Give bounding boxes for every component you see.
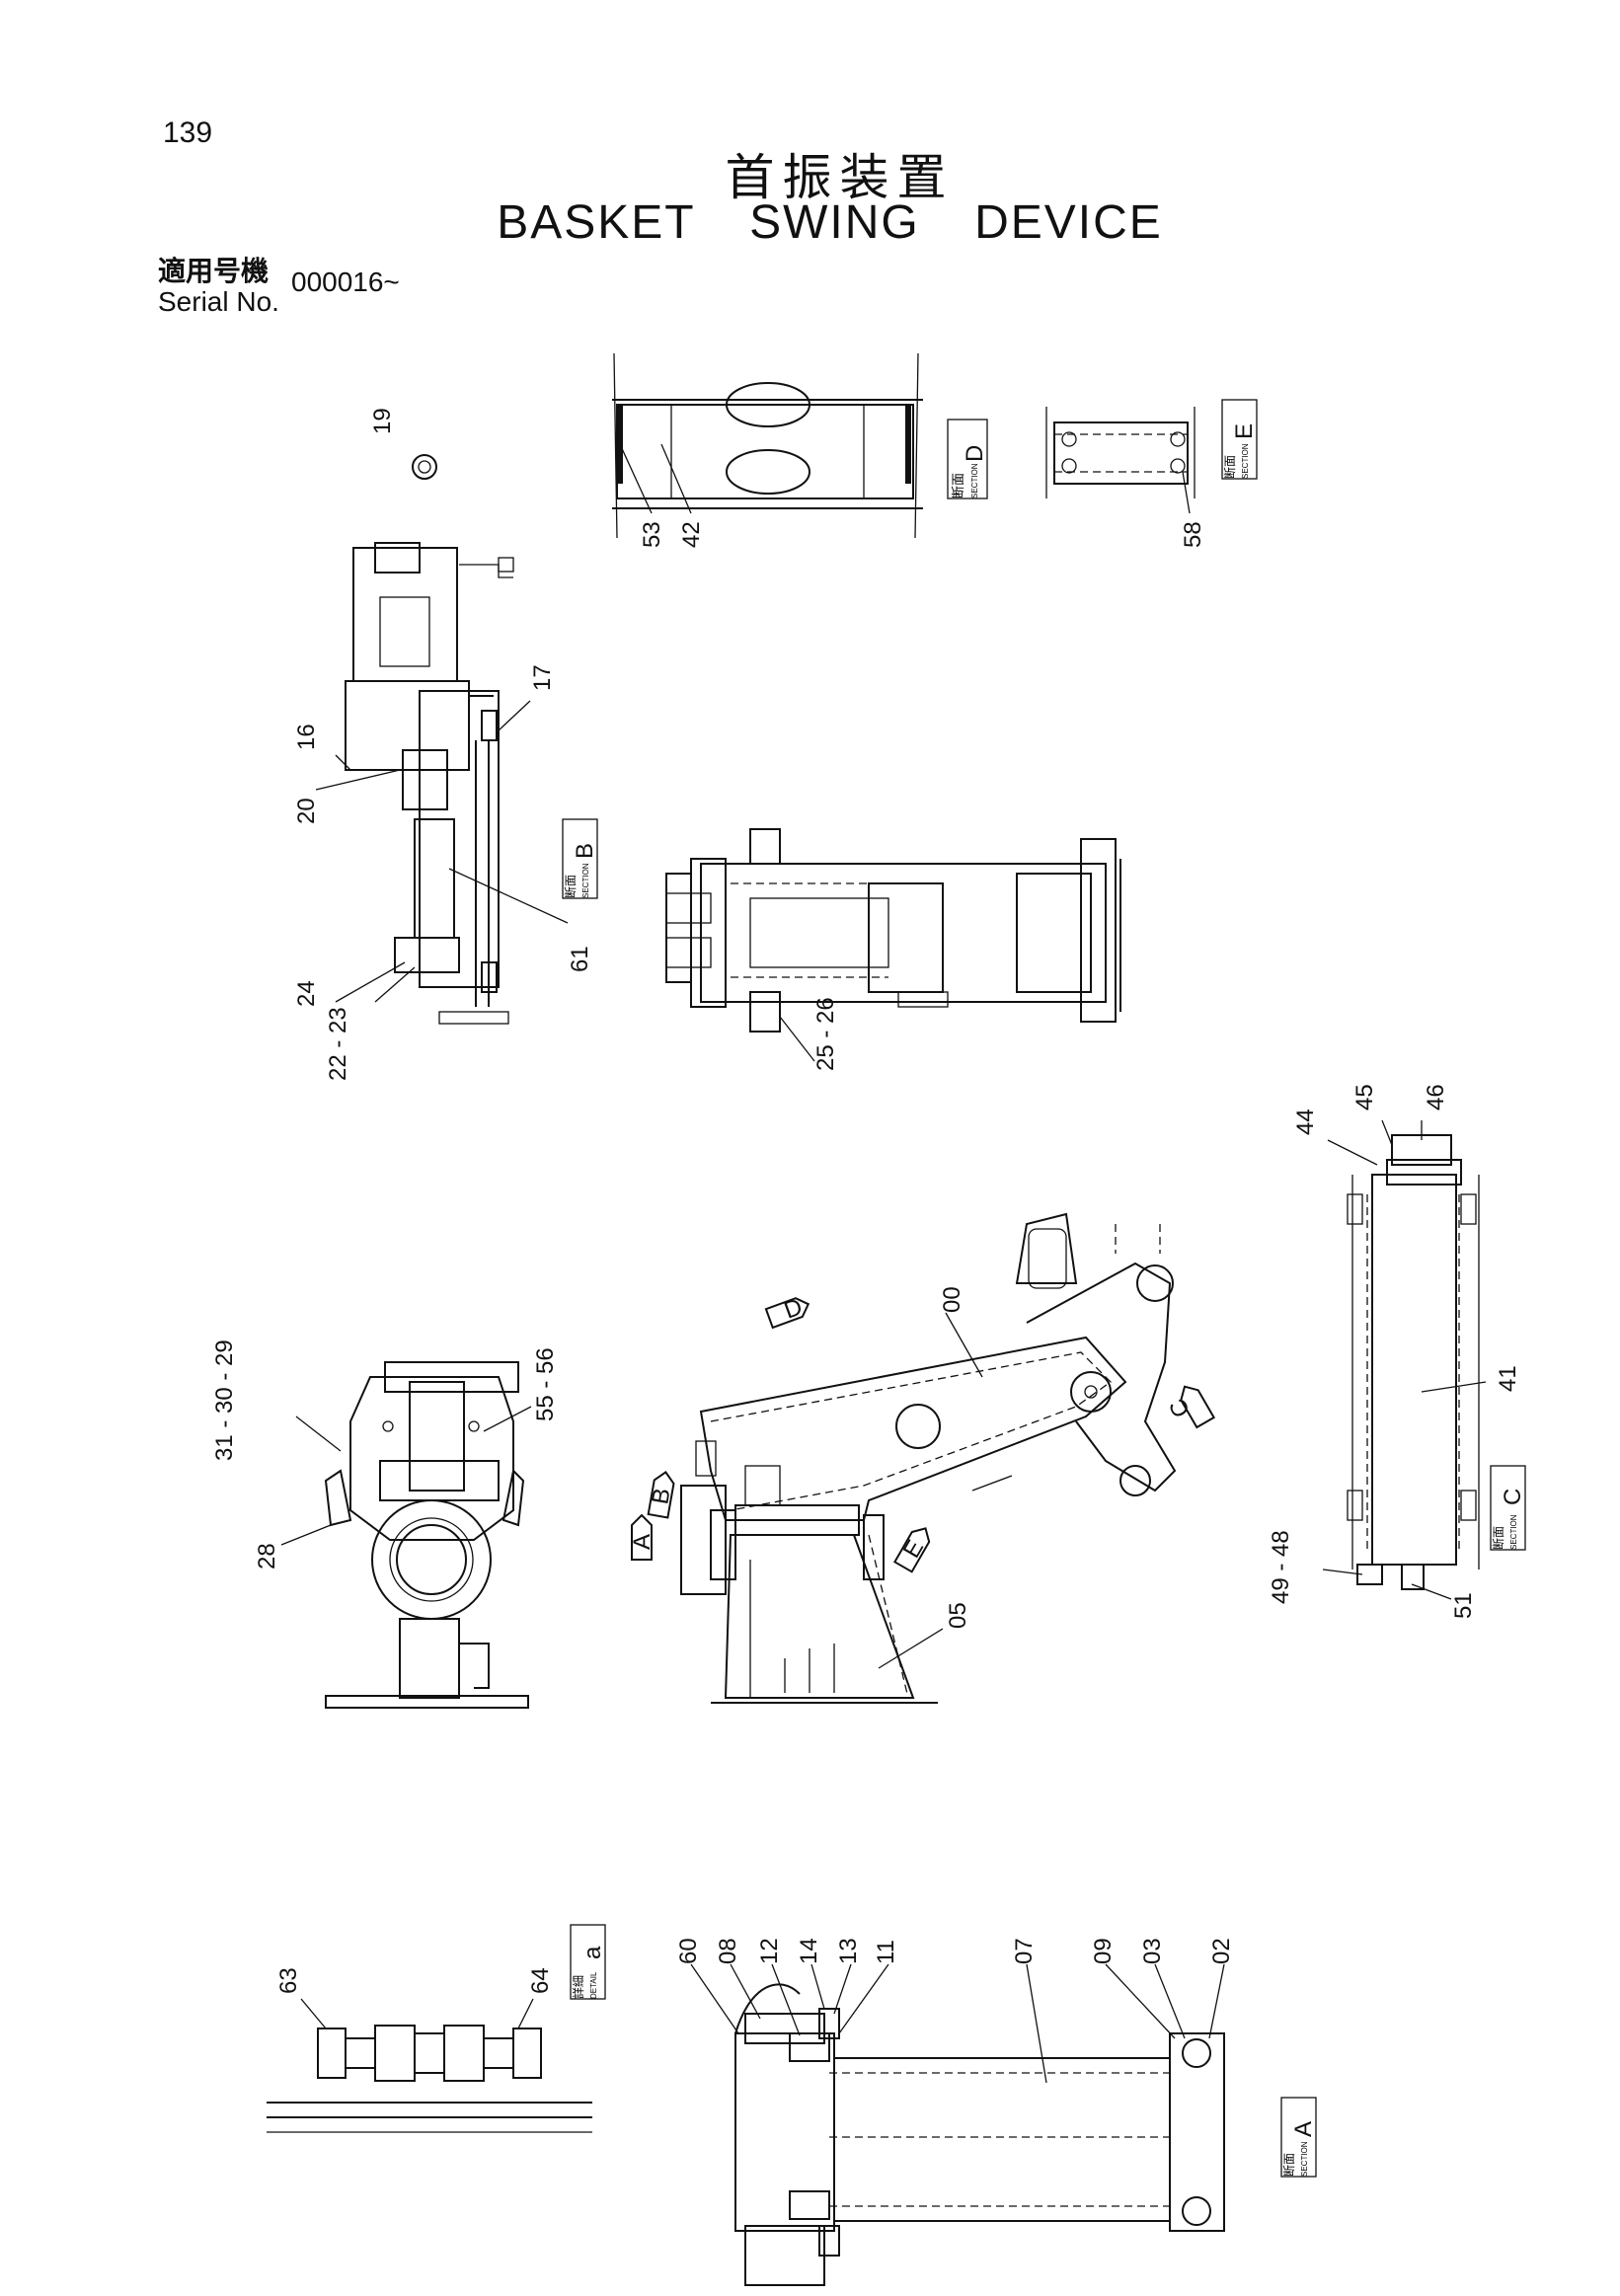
section-b-en: SECTION <box>581 863 590 898</box>
part-label-05: 05 <box>945 1602 971 1629</box>
detail-a-tag: a 詳細 DETAIL <box>570 1924 606 2000</box>
part-label-19: 19 <box>369 408 396 434</box>
section-a-view: 60 08 12 14 13 11 07 09 03 02 <box>675 1938 1235 2286</box>
section-b-tag: B 断面 SECTION <box>562 818 598 899</box>
view-arrow-e-letter: E <box>898 1536 929 1563</box>
part-label-12: 12 <box>756 1938 783 1964</box>
part-label-46: 46 <box>1423 1084 1449 1110</box>
section-d-jp: 断面 <box>951 473 965 498</box>
section-d-letter: D <box>962 445 988 462</box>
part-label-13: 13 <box>835 1938 862 1964</box>
section-d-en: SECTION <box>970 463 979 498</box>
section-d-view: 53 42 <box>612 352 923 548</box>
plan-view: 25 - 26 <box>665 828 1121 1071</box>
detail-a-en: DETAIL <box>589 1971 598 1999</box>
part-label-25-26: 25 - 26 <box>812 997 839 1071</box>
view-arrow-a: A <box>629 1513 656 1561</box>
part-label-07: 07 <box>1011 1938 1038 1964</box>
part-label-53: 53 <box>639 521 665 548</box>
front-view: 31 - 30 - 29 28 55 - 56 <box>211 1339 559 1709</box>
section-a-letter: A <box>1290 2121 1317 2137</box>
main-side-view: 00 05 <box>680 1212 1177 1704</box>
view-arrow-a-letter: A <box>629 1534 656 1550</box>
part-label-58: 58 <box>1180 521 1206 548</box>
view-arrow-d-letter: D <box>781 1293 807 1324</box>
section-c-tag: C 断面 SECTION <box>1490 1465 1526 1551</box>
section-b-letter: B <box>572 843 598 859</box>
part-label-16: 16 <box>293 724 320 750</box>
section-b-view: 16 20 17 61 24 22 - 23 <box>293 542 593 1081</box>
part-label-03: 03 <box>1139 1938 1166 1964</box>
part-label-14: 14 <box>796 1938 822 1964</box>
section-b-jp: 断面 <box>563 875 578 898</box>
part-label-00: 00 <box>939 1286 965 1313</box>
part-label-17: 17 <box>529 664 556 691</box>
part-label-61: 61 <box>567 946 593 972</box>
view-arrow-b-letter: B <box>647 1487 675 1506</box>
part-label-24: 24 <box>293 980 320 1007</box>
serial-number-value: 000016~ <box>291 267 400 297</box>
title-japanese: 首振装置 <box>725 149 955 206</box>
detail-a-letter: a <box>579 1946 606 1959</box>
section-c-en: SECTION <box>1509 1514 1518 1550</box>
title-english: BASKET SWING DEVICE <box>497 196 1163 249</box>
view-arrow-d: D <box>764 1293 810 1330</box>
part-label-64: 64 <box>527 1967 554 1994</box>
part-label-02: 02 <box>1208 1938 1235 1964</box>
page-number: 139 <box>163 116 213 149</box>
section-c-view: 44 45 46 41 49 - 48 51 <box>1268 1084 1521 1619</box>
view-arrow-b: B <box>647 1470 676 1519</box>
part-label-08: 08 <box>715 1938 741 1964</box>
part-label-11: 11 <box>873 1940 899 1964</box>
part-label-60: 60 <box>675 1938 702 1964</box>
part-label-31-30-29: 31 - 30 - 29 <box>211 1339 238 1461</box>
section-a-jp: 断面 <box>1281 2153 1296 2177</box>
section-c-letter: C <box>1500 1489 1526 1505</box>
section-e-jp: 断面 <box>1222 455 1237 479</box>
section-e-tag: E 断面 SECTION <box>1221 399 1258 480</box>
part-label-41: 41 <box>1495 1365 1521 1392</box>
section-e-letter: E <box>1231 423 1258 439</box>
view-arrow-c: C <box>1164 1385 1216 1429</box>
detail-a-view: 63 64 <box>267 1967 592 2133</box>
serial-label-english: Serial No. <box>158 286 279 317</box>
view-arrow-e: E <box>892 1527 931 1573</box>
part-label-51: 51 <box>1450 1592 1477 1619</box>
detail-a-jp: 詳細 <box>571 1975 585 1999</box>
section-c-jp: 断面 <box>1491 1526 1505 1550</box>
part-19-washer: 19 <box>369 408 437 480</box>
part-label-45: 45 <box>1351 1084 1378 1110</box>
section-a-tag: A 断面 SECTION <box>1280 2097 1317 2178</box>
section-e-en: SECTION <box>1241 443 1250 479</box>
part-label-55-56: 55 - 56 <box>532 1347 559 1421</box>
part-label-22-23: 22 - 23 <box>325 1007 351 1081</box>
part-label-63: 63 <box>275 1967 302 1994</box>
part-label-49-48: 49 - 48 <box>1268 1530 1294 1604</box>
section-e-view: 58 <box>1045 407 1206 548</box>
part-label-28: 28 <box>254 1543 280 1569</box>
serial-label-japanese: 適用号機 <box>158 255 270 287</box>
part-label-42: 42 <box>678 521 705 548</box>
part-label-44: 44 <box>1292 1109 1319 1135</box>
section-a-en: SECTION <box>1300 2141 1309 2177</box>
part-label-20: 20 <box>293 798 320 824</box>
part-label-09: 09 <box>1090 1938 1117 1964</box>
section-d-tag: D 断面 SECTION <box>947 419 988 499</box>
